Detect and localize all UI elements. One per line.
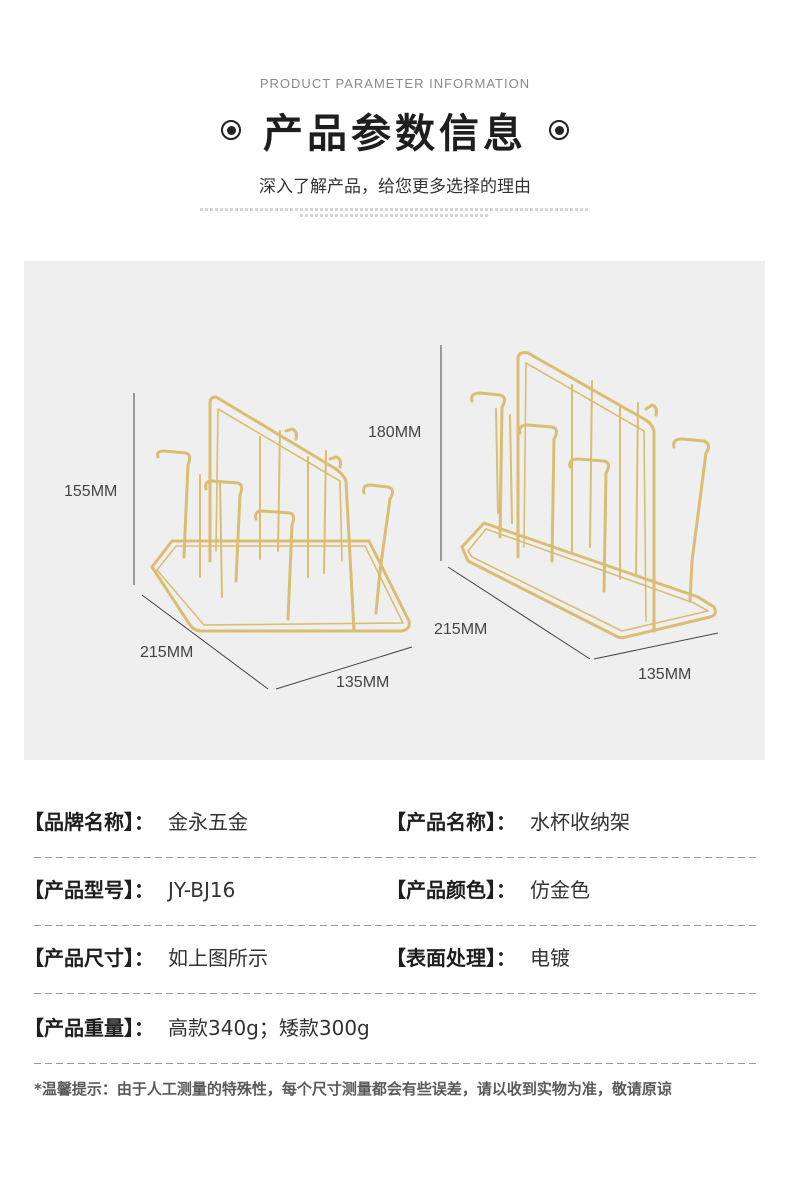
spec-label: 【产品型号】： bbox=[24, 878, 154, 902]
spec-row: 【产品重量】： 高款340g；矮款300g bbox=[24, 994, 765, 1064]
tall-width-label: 135MM bbox=[638, 666, 692, 683]
spec-size: 【产品尺寸】： 如上图所示 bbox=[24, 942, 268, 971]
spec-color: 【产品颜色】： 仿金色 bbox=[386, 874, 590, 903]
product-photo: 155MM 215MM 135MM 180MM 215MM 135MM bbox=[24, 261, 765, 760]
spec-surface: 【表面处理】： 电镀 bbox=[386, 942, 570, 971]
spec-value: 电镀 bbox=[530, 946, 570, 970]
tall-width-line bbox=[593, 632, 719, 660]
header: PRODUCT PARAMETER INFORMATION 产品参数信息 深入了… bbox=[0, 0, 790, 240]
spec-model: 【产品型号】： JY-BJ16 bbox=[24, 874, 235, 903]
tall-rack-handle bbox=[516, 351, 656, 633]
spec-label: 【产品颜色】： bbox=[386, 878, 516, 902]
spec-value: JY-BJ16 bbox=[168, 878, 236, 902]
decorative-microtext bbox=[200, 208, 590, 211]
spec-value: 仿金色 bbox=[530, 878, 590, 902]
spec-brand: 【品牌名称】： 金永五金 bbox=[24, 806, 248, 835]
spec-label: 【产品尺寸】： bbox=[24, 946, 154, 970]
short-rack-base bbox=[150, 539, 411, 633]
divider bbox=[34, 993, 759, 994]
decorative-microtext bbox=[300, 214, 490, 217]
short-cup-arm bbox=[259, 430, 281, 560]
tall-rack-handle-inner bbox=[523, 362, 647, 622]
short-length-label: 215MM bbox=[140, 644, 194, 661]
spec-label: 【产品名称】： bbox=[386, 810, 516, 834]
short-cup-hook bbox=[156, 449, 192, 559]
spec-label: 【品牌名称】： bbox=[24, 810, 154, 834]
short-top-hook bbox=[328, 455, 342, 469]
divider bbox=[34, 857, 759, 858]
tall-rack-base bbox=[460, 521, 717, 640]
tall-cup-arm bbox=[619, 402, 639, 580]
short-rack-base-inner bbox=[156, 545, 404, 626]
short-cup-hook bbox=[362, 483, 395, 615]
notice-text: *温馨提示：由于人工测量的特殊性，每个尺寸测量都会有些误差，请以收到实物为准，敬… bbox=[34, 1080, 672, 1098]
short-width-label: 135MM bbox=[336, 674, 390, 691]
tall-cup-hook bbox=[470, 391, 507, 539]
divider bbox=[34, 1063, 759, 1064]
short-cup-arm bbox=[307, 450, 327, 578]
short-rack-handle bbox=[208, 395, 356, 633]
tall-length-label: 215MM bbox=[434, 621, 488, 638]
spec-row: 【产品尺寸】： 如上图所示 【表面处理】： 电镀 bbox=[24, 924, 765, 994]
short-cup-hook bbox=[204, 479, 244, 583]
short-top-hook bbox=[284, 427, 298, 441]
spec-product-name: 【产品名称】： 水杯收纳架 bbox=[386, 806, 630, 835]
short-cup-arm bbox=[199, 474, 223, 598]
tall-height-label: 180MM bbox=[368, 424, 422, 441]
divider bbox=[34, 925, 759, 926]
spec-value: 金永五金 bbox=[168, 810, 248, 834]
spec-row: 【品牌名称】： 金永五金 【产品名称】： 水杯收纳架 bbox=[24, 788, 765, 858]
tall-top-hook bbox=[644, 403, 658, 417]
short-cup-hook bbox=[254, 509, 296, 621]
tall-cup-hook bbox=[518, 423, 559, 563]
title-row: 产品参数信息 bbox=[0, 100, 790, 160]
tall-cup-hook bbox=[568, 457, 611, 593]
tall-cup-arm bbox=[571, 380, 593, 552]
tall-rack-base-inner bbox=[467, 528, 709, 632]
spec-label: 【产品重量】： bbox=[24, 1016, 154, 1040]
spec-value: 如上图所示 bbox=[168, 946, 268, 970]
target-icon bbox=[549, 120, 569, 140]
short-width-line bbox=[275, 646, 413, 690]
target-icon bbox=[221, 120, 241, 140]
subtitle-en: PRODUCT PARAMETER INFORMATION bbox=[259, 76, 531, 91]
spec-label: 【表面处理】： bbox=[386, 946, 516, 970]
short-height-label: 155MM bbox=[64, 483, 118, 500]
spec-value: 水杯收纳架 bbox=[530, 810, 630, 834]
tall-cup-hook bbox=[672, 437, 711, 603]
tall-cup-arm bbox=[495, 408, 513, 524]
page-title: 产品参数信息 bbox=[263, 111, 527, 157]
spec-row: 【产品型号】： JY-BJ16 【产品颜色】： 仿金色 bbox=[24, 856, 765, 926]
rack-illustration bbox=[133, 345, 719, 690]
spec-weight: 【产品重量】： 高款340g；矮款300g bbox=[24, 1012, 370, 1041]
subtitle-cn: 深入了解产品，给您更多选择的理由 bbox=[259, 177, 531, 197]
short-length-line bbox=[141, 594, 269, 690]
spec-value: 高款340g；矮款300g bbox=[168, 1016, 370, 1040]
tall-length-line bbox=[447, 566, 591, 660]
